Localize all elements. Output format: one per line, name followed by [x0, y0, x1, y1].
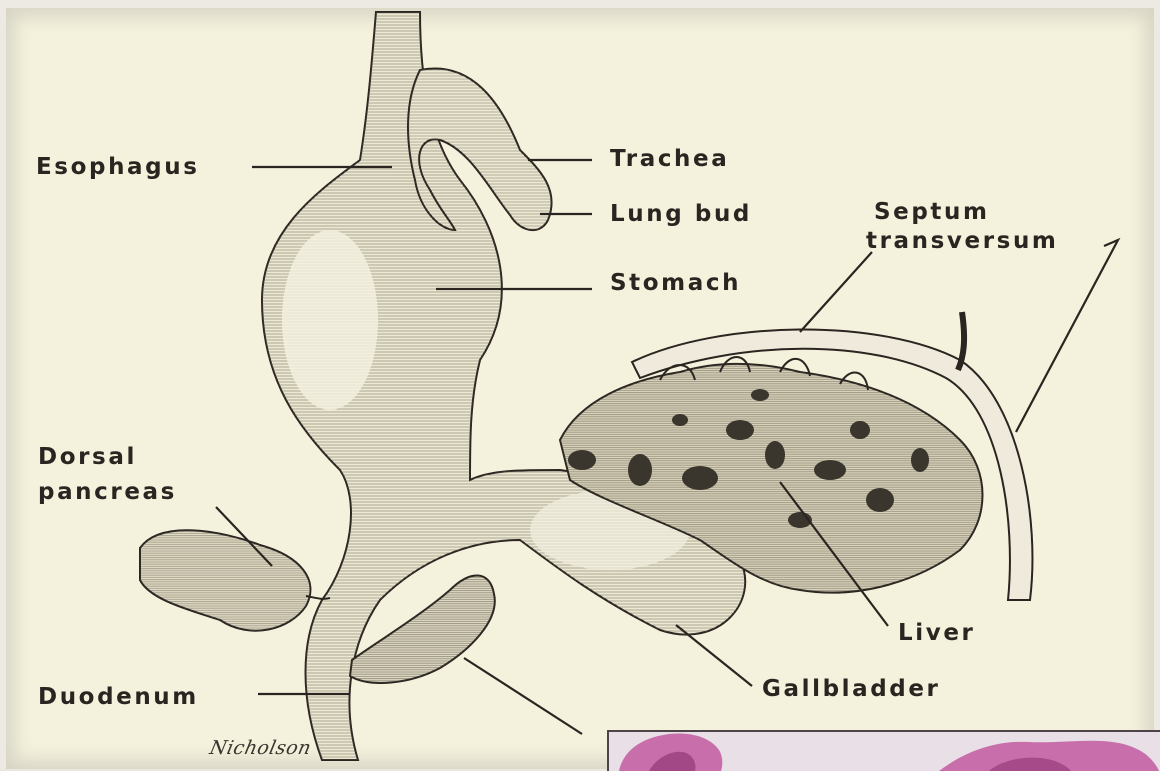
label-esophagus: Esophagus	[36, 154, 200, 180]
leader-ventral-pancreas	[464, 658, 582, 734]
label-stomach: Stomach	[610, 270, 741, 296]
dorsal-pancreas	[140, 530, 330, 630]
label-duodenum: Duodenum	[38, 684, 199, 710]
label-lung-bud: Lung bud	[610, 201, 752, 227]
leader-gallbladder	[676, 625, 752, 686]
label-dorsal-pancreas-line2: pancreas	[38, 479, 177, 505]
label-septum-line2: transversum	[866, 228, 1059, 254]
label-dorsal-pancreas-line1: Dorsal	[38, 444, 137, 470]
histology-photo-thumbnail	[607, 730, 1160, 771]
histology-photo-art	[609, 732, 1160, 771]
artist-signature: Nicholson	[208, 737, 314, 759]
label-trachea: Trachea	[610, 146, 729, 172]
label-septum-line1: Septum	[874, 199, 990, 225]
leader-septum	[800, 252, 872, 332]
label-liver: Liver	[898, 620, 975, 646]
leader-septum-right	[1016, 240, 1118, 432]
label-gallbladder: Gallbladder	[762, 676, 941, 702]
